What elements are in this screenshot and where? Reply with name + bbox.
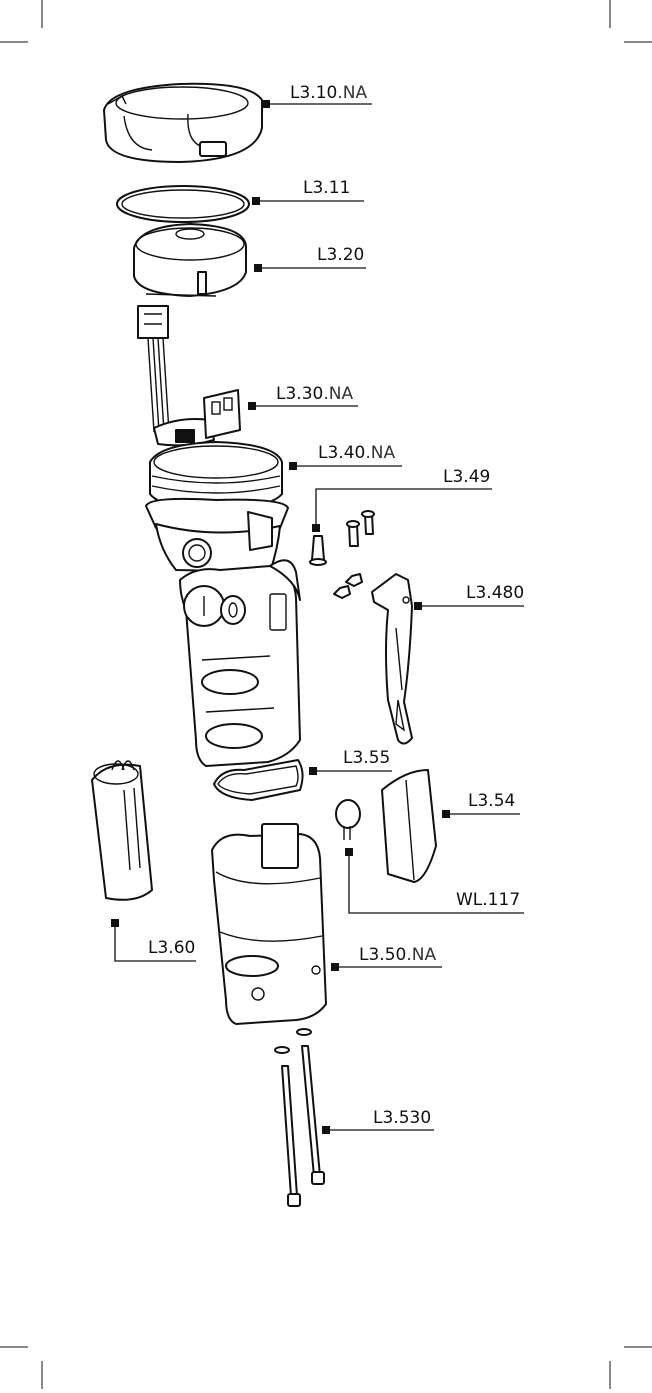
callout-head-module: L3.20 (254, 245, 366, 272)
part-code: L3.54 (468, 791, 515, 811)
callout-clip: L3.480 (414, 583, 524, 610)
leader-marker (111, 919, 119, 927)
part-code-label: L3.50.NA (359, 945, 436, 965)
part-code: L3.55 (343, 748, 390, 768)
part-code-suffix: .NA (323, 384, 353, 404)
leader-marker (289, 462, 297, 470)
part-code: WL.117 (456, 890, 520, 910)
callout-top-cap: L3.10.NA (262, 83, 372, 108)
part-code-label: L3.49 (443, 467, 490, 487)
part-long-screws (275, 1029, 324, 1206)
leader-marker (262, 100, 270, 108)
leader-marker (248, 402, 256, 410)
part-code: L3.50 (359, 945, 406, 965)
callout-upper-body: L3.40.NA (289, 443, 402, 470)
callout-insert: L3.54 (442, 791, 520, 818)
part-handle-body (180, 560, 300, 766)
part-gasket (214, 760, 303, 800)
part-code-label: L3.55 (343, 748, 390, 768)
part-battery (92, 761, 152, 900)
callout-gasket: L3.55 (309, 748, 392, 775)
part-code-suffix: .NA (337, 83, 367, 103)
part-code: L3.11 (303, 178, 350, 198)
part-connector (336, 800, 360, 840)
part-code-label: L3.11 (303, 178, 350, 198)
leader-marker (345, 848, 353, 856)
part-code-label: L3.10.NA (290, 83, 367, 103)
part-code-label: WL.117 (456, 890, 520, 910)
part-top-cap (104, 84, 262, 162)
part-code-label: L3.54 (468, 791, 515, 811)
callout-long-screws: L3.530 (322, 1108, 434, 1134)
leader-line (316, 489, 492, 528)
part-insert (382, 770, 436, 882)
part-upper-body (146, 442, 288, 572)
part-wire-harness (138, 306, 169, 432)
part-lower-body (212, 824, 326, 1024)
leader-marker (414, 602, 422, 610)
part-code-label: L3.530 (373, 1108, 431, 1128)
part-code: L3.10 (290, 83, 337, 103)
callout-lower-body: L3.50.NA (331, 945, 442, 971)
part-code: L3.530 (373, 1108, 431, 1128)
part-code: L3.30 (276, 384, 323, 404)
part-code-suffix: .NA (365, 443, 395, 463)
part-code-label: L3.480 (466, 583, 524, 603)
leader-marker (254, 264, 262, 272)
part-code: L3.20 (317, 245, 364, 265)
part-code: L3.60 (148, 938, 195, 958)
part-code-label: L3.30.NA (276, 384, 353, 404)
callout-battery: L3.60 (111, 919, 196, 961)
callout-connector: WL.117 (345, 848, 524, 913)
part-head-module (134, 224, 246, 296)
callout-screws: L3.49 (312, 467, 492, 532)
part-code: L3.40 (318, 443, 365, 463)
part-code-label: L3.60 (148, 938, 195, 958)
part-code-label: L3.20 (317, 245, 364, 265)
leader-marker (312, 524, 320, 532)
leader-marker (331, 963, 339, 971)
leader-marker (252, 197, 260, 205)
leader-marker (442, 810, 450, 818)
part-code: L3.480 (466, 583, 524, 603)
leader-marker (309, 767, 317, 775)
part-o-ring (117, 186, 249, 222)
part-code: L3.49 (443, 467, 490, 487)
part-code-suffix: .NA (406, 945, 436, 965)
leader-marker (322, 1126, 330, 1134)
callout-circuit-board: L3.30.NA (248, 384, 358, 410)
part-belt-clip (372, 574, 412, 744)
part-code-label: L3.40.NA (318, 443, 395, 463)
callout-o-ring: L3.11 (252, 178, 364, 205)
